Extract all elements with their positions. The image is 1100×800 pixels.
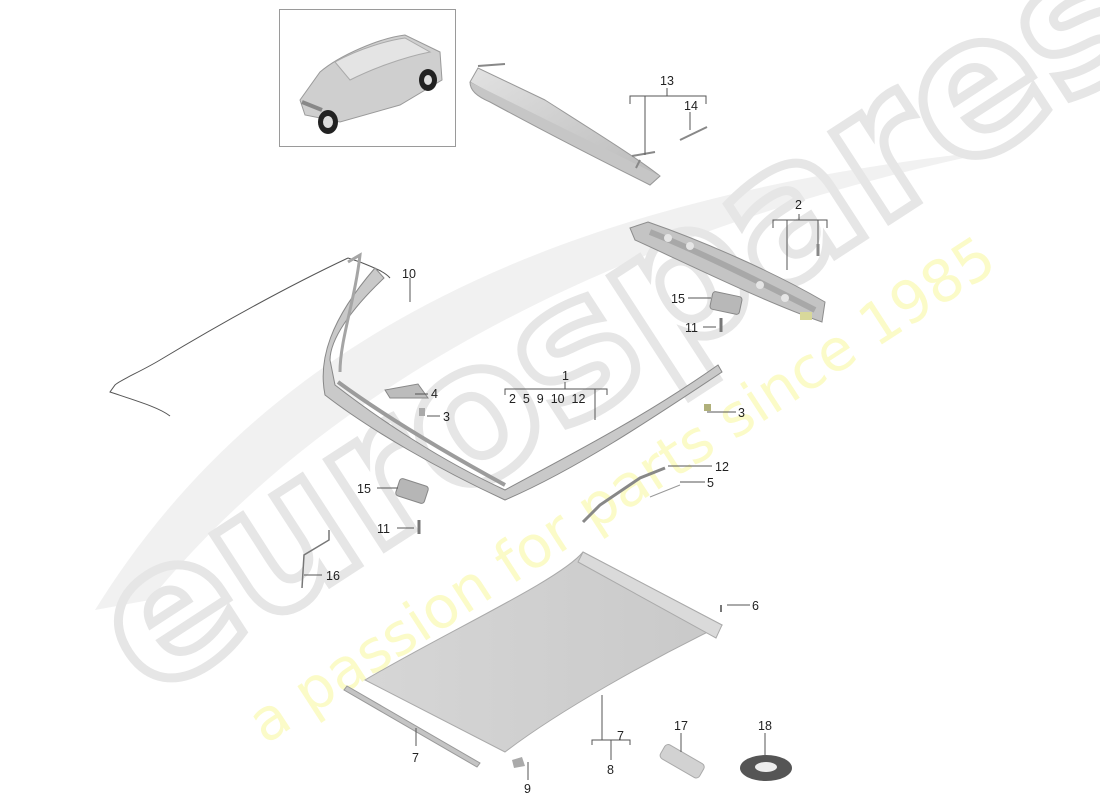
part-7-seal-strip[interactable]	[343, 685, 481, 768]
callout-1[interactable]: 1	[562, 369, 569, 383]
callout-6[interactable]: 6	[752, 599, 759, 613]
part-15-motor-upper[interactable]	[709, 291, 743, 315]
callout-7-strip[interactable]: 7	[412, 751, 419, 765]
part-5-guide-strip[interactable]	[649, 484, 681, 498]
callout-16[interactable]: 16	[326, 569, 340, 583]
callout-labels: 13 14 2 10 15 11 1 2 5 9 10 12 4 3 3 12 …	[326, 74, 802, 796]
callout-13[interactable]: 13	[660, 74, 674, 88]
part-12-guide-cable[interactable]	[581, 466, 666, 524]
callout-18[interactable]: 18	[758, 719, 772, 733]
callout-5[interactable]: 5	[707, 476, 714, 490]
callout-10[interactable]: 10	[402, 267, 416, 281]
callout-7-blind[interactable]: 7	[617, 729, 624, 743]
part-3-clip-right[interactable]	[704, 404, 711, 411]
callout-2[interactable]: 2	[795, 198, 802, 212]
callout-11-upper[interactable]: 11	[685, 321, 698, 335]
vehicle-thumbnail	[279, 9, 456, 147]
callout-15-upper[interactable]: 15	[671, 292, 685, 306]
part-16-drain-tube[interactable]	[301, 530, 330, 589]
callout-17[interactable]: 17	[674, 719, 688, 733]
callout-9[interactable]: 9	[524, 782, 531, 796]
leader-lines	[304, 88, 828, 780]
part-15-motor-lower[interactable]	[395, 478, 429, 504]
part-3-clip-left[interactable]	[419, 408, 425, 416]
callout-3-left[interactable]: 3	[443, 410, 450, 424]
part-2-rear-frame[interactable]	[629, 221, 826, 323]
callout-8[interactable]: 8	[607, 763, 614, 777]
callout-14[interactable]: 14	[684, 99, 698, 113]
part-17-tube[interactable]	[659, 743, 706, 779]
part-13-trim-panel[interactable]	[469, 63, 661, 186]
callout-1-subparts[interactable]: 2 5 9 10 12	[509, 392, 585, 406]
vehicle-icon	[299, 34, 443, 134]
part-18-tape-roll[interactable]	[740, 755, 792, 781]
callout-3-right[interactable]: 3	[738, 406, 745, 420]
callout-11-lower[interactable]: 11	[377, 522, 390, 536]
callout-4[interactable]: 4	[431, 387, 438, 401]
callout-12[interactable]: 12	[715, 460, 729, 474]
part-1-sunroof-frame[interactable]	[322, 252, 723, 501]
part-8-sun-blind[interactable]	[363, 551, 724, 753]
part-14-strip[interactable]	[679, 126, 708, 141]
callout-15-lower[interactable]: 15	[357, 482, 371, 496]
part-9-clip[interactable]	[512, 757, 525, 768]
